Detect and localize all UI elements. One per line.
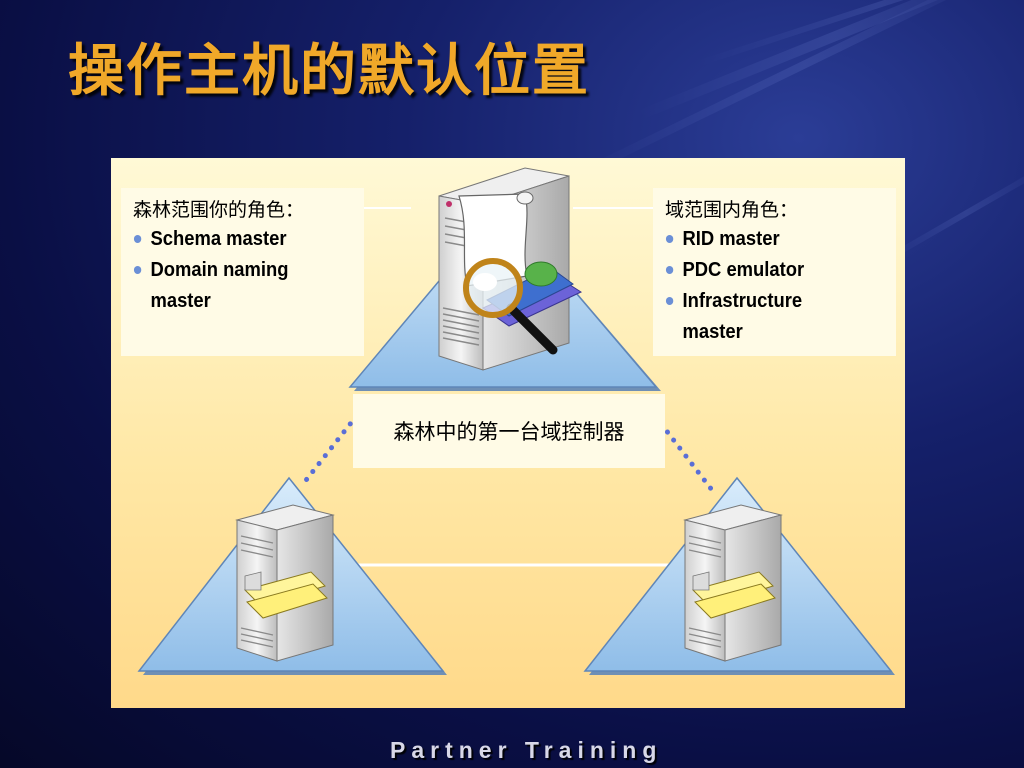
first-domain-controller-label: 森林中的第一台域控制器 [353, 394, 665, 468]
role-item-continuation: master [133, 286, 346, 317]
server-icon-right [685, 505, 781, 661]
server-icon-left [237, 505, 333, 661]
forest-roles-box: 森林范围你的角色： Schema master Domain naming ma… [121, 188, 364, 356]
forest-roles-heading: 森林范围你的角色： [133, 196, 364, 224]
domain-roles-heading: 域范围内角色： [665, 196, 896, 224]
role-item: Infrastructure [665, 286, 878, 317]
role-item: RID master [665, 224, 878, 255]
forest-roles-list: Schema master Domain naming master [133, 224, 364, 317]
footer-brand: Partner Training [390, 737, 662, 764]
domain-roles-list: RID master PDC emulator Infrastructure m… [665, 224, 896, 348]
role-item: PDC emulator [665, 255, 878, 286]
slide-title: 操作主机的默认位置 [68, 26, 590, 107]
role-item-continuation: master [665, 317, 878, 348]
domain-roles-box: 域范围内角色： RID master PDC emulator Infrastr… [653, 188, 896, 356]
role-item: Schema master [133, 224, 346, 255]
role-item: Domain naming [133, 255, 346, 286]
diagram-panel: 森林范围你的角色： Schema master Domain naming ma… [111, 158, 905, 708]
server-with-magnifier-icon [439, 168, 581, 370]
